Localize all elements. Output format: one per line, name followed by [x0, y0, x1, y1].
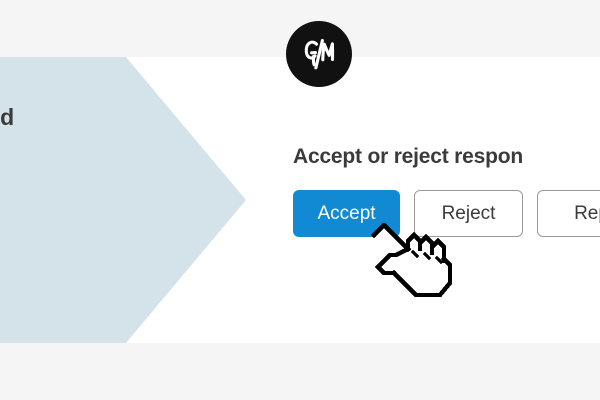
response-button-row: Accept Reject Rep [293, 190, 600, 237]
reply-button[interactable]: Rep [537, 190, 600, 237]
content-card: d and would offer. uary 2019 onsectetuer… [0, 57, 600, 343]
testimonial-body-line-1: onsectetuer [0, 219, 182, 241]
testimonial-body: onsectetuer mmy nibh olore” [0, 219, 182, 285]
testimonial-date: uary 2019 [0, 179, 182, 203]
gm-monogram-logo-icon [286, 21, 352, 87]
testimonial-body-line-2: mmy nibh [0, 241, 182, 263]
response-panel-heading: Accept or reject respon [293, 145, 523, 168]
testimonial-body-line-3: olore” [0, 263, 182, 285]
testimonial-heading-line-1: d and would [0, 104, 14, 130]
response-panel: Accept or reject respon Accept Reject Re… [293, 144, 600, 237]
reject-button[interactable]: Reject [414, 190, 523, 237]
testimonial-text-block: d and would offer. uary 2019 onsectetuer… [0, 103, 182, 285]
accept-button[interactable]: Accept [293, 190, 400, 237]
testimonial-heading-line-2: offer. [0, 132, 182, 161]
